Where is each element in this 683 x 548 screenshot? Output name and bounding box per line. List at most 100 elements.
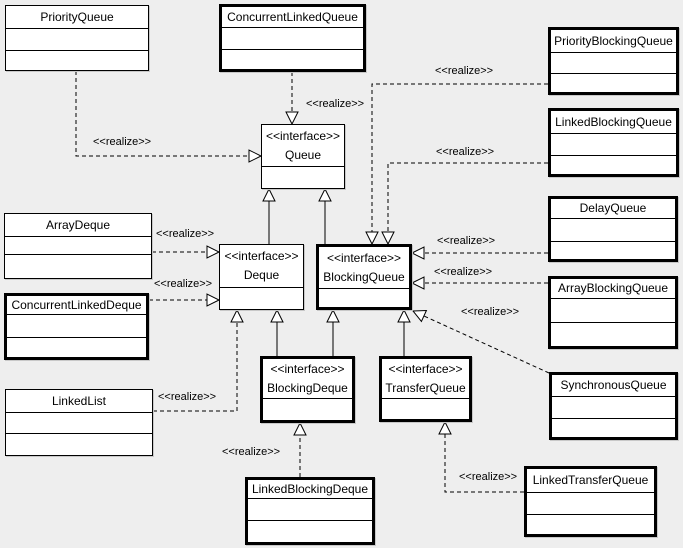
compartment-divider: [248, 498, 372, 499]
compartment-divider: [220, 287, 303, 288]
compartment-divider: [6, 28, 148, 29]
arrowhead-delayqueue-realizes-blockingqueue: [410, 246, 425, 260]
title-compartment: <<interface>> Deque: [220, 245, 303, 287]
arrowhead-priorityblockingqueue-realizes-blockingqueue: [365, 231, 379, 246]
title-compartment: LinkedList: [6, 390, 152, 412]
stereotype-label: <<interface>>: [265, 128, 341, 143]
class-name: ArrayBlockingQueue: [557, 281, 669, 296]
compartment-divider: [527, 514, 654, 515]
title-compartment: <<interface>> BlockingQueue: [319, 247, 409, 288]
title-compartment: ConcurrentLinkedQueue: [222, 7, 363, 27]
class-name: BlockingDeque: [267, 380, 348, 395]
edge-priorityqueue-realizes-queue: [75, 71, 249, 157]
arrowhead-linkedlist-realizes-deque: [230, 308, 244, 323]
title-compartment: SynchronousQueue: [552, 375, 675, 396]
class-box-array-deque: ArrayDeque: [4, 213, 152, 279]
compartment-divider: [222, 49, 363, 50]
compartment-divider: [551, 241, 675, 242]
class-name: LinkedBlockingDeque: [251, 481, 369, 496]
title-compartment: ArrayBlockingQueue: [551, 279, 675, 298]
edge-priorityblockingqueue-realizes-blockingqueue: [371, 83, 548, 232]
stereotype-label: <<interface>>: [270, 361, 345, 376]
class-name: DelayQueue: [579, 201, 647, 216]
title-compartment: LinkedBlockingDeque: [248, 480, 372, 498]
realize-label: <<realize>>: [435, 65, 494, 77]
compartment-divider: [551, 52, 676, 53]
title-compartment: <<interface>>Queue: [262, 125, 344, 166]
stereotype-label: <<interface>>: [224, 249, 299, 264]
compartment-divider: [551, 298, 675, 299]
class-name: ConcurrentLinkedQueue: [227, 9, 358, 24]
class-box-linked-list: LinkedList: [5, 389, 153, 456]
realize-label: <<realize>>: [434, 266, 493, 278]
arrowhead-blockingdeque-extends-blockingqueue: [326, 308, 340, 323]
arrowhead-concurrentlinkeddeque-realizes-deque: [206, 293, 221, 307]
edge-linkedblockingqueue-realizes-blockingqueue: [387, 162, 548, 232]
title-compartment: ArrayDeque: [5, 214, 151, 236]
stereotype-label: <<interface>>: [326, 250, 402, 265]
realize-label: <<realize>>: [436, 146, 495, 158]
compartment-divider: [5, 236, 151, 237]
arrowhead-arraydeque-realizes-deque: [206, 245, 221, 259]
class-name: Deque: [243, 268, 280, 282]
compartment-divider: [262, 166, 344, 167]
class-name: ArrayDeque: [45, 217, 111, 232]
compartment-divider: [382, 398, 469, 399]
title-compartment: LinkedTransferQueue: [527, 469, 654, 492]
edge-synchronousqueue-realizes-blockingqueue: [423, 315, 550, 374]
class-box-concurrent-linked-deque: ConcurrentLinkedDeque: [4, 293, 149, 360]
stereotype-label: <<interface>>: [388, 361, 463, 376]
compartment-divider: [248, 520, 372, 521]
class-name: ConcurrentLinkedDeque: [11, 297, 142, 312]
arrowhead-priorityqueue-realizes-queue: [248, 149, 263, 163]
realize-label: <<realize>>: [93, 136, 152, 148]
realize-label: <<realize>>: [459, 471, 518, 483]
interface-box-blocking-deque: <<interface>> BlockingDeque: [260, 356, 355, 423]
realize-label: <<realize>>: [461, 306, 520, 318]
arrowhead-blockingqueue-extends-queue: [318, 187, 332, 202]
compartment-divider: [552, 418, 675, 419]
interface-box-transfer-queue: <<interface>> TransferQueue: [379, 356, 472, 422]
compartment-divider: [7, 314, 146, 315]
class-name: TransferQueue: [385, 380, 466, 395]
compartment-divider: [319, 288, 409, 289]
arrowhead-blockingdeque-extends-deque: [270, 308, 284, 323]
class-name: PriorityBlockingQueue: [554, 33, 673, 48]
title-compartment: ConcurrentLinkedDeque: [7, 296, 146, 314]
class-box-linked-blocking-deque: LinkedBlockingDeque: [245, 477, 375, 545]
arrowhead-concurrentlinkedqueue-realizes-queue: [285, 111, 299, 126]
title-compartment: LinkedBlockingQueue: [551, 111, 676, 133]
arrowhead-linkedblockingqueue-realizes-blockingqueue: [381, 231, 395, 246]
compartment-divider: [551, 322, 675, 323]
class-name: BlockingQueue: [323, 269, 405, 284]
class-name: LinkedTransferQueue: [532, 473, 649, 488]
arrowhead-arrayblockingqueue-realizes-blockingqueue: [410, 276, 425, 290]
interface-box-blocking-queue: <<interface>> BlockingQueue: [316, 244, 412, 310]
compartment-divider: [6, 433, 152, 434]
title-compartment: <<interface>> BlockingDeque: [263, 359, 352, 398]
class-box-linked-blocking-queue: LinkedBlockingQueue: [548, 108, 679, 177]
class-name: SynchronousQueue: [560, 378, 667, 393]
edge-linkedtransferqueue-realizes-transferqueue: [444, 434, 524, 493]
arrowhead-linkedblockingdeque-realizes-blockingdeque: [293, 421, 307, 436]
arrowhead-transferqueue-extends-blockingqueue: [397, 308, 411, 323]
title-compartment: <<interface>> TransferQueue: [382, 359, 469, 398]
compartment-divider: [551, 133, 676, 134]
compartment-divider: [263, 398, 352, 399]
compartment-divider: [551, 73, 676, 74]
compartment-divider: [551, 155, 676, 156]
interface-box-queue: <<interface>>Queue: [261, 124, 345, 189]
title-compartment: PriorityQueue: [6, 6, 148, 28]
class-name: LinkedList: [51, 393, 107, 408]
class-box-delay-queue: DelayQueue: [548, 196, 678, 262]
compartment-divider: [6, 412, 152, 413]
interface-box-deque: <<interface>> Deque: [219, 244, 304, 310]
class-name: LinkedBlockingQueue: [555, 114, 672, 129]
arrowhead-linkedtransferqueue-realizes-transferqueue: [438, 420, 452, 435]
realize-label: <<realize>>: [222, 446, 281, 458]
class-name: PriorityQueue: [40, 9, 114, 24]
arrowhead-synchronousqueue-realizes-blockingqueue: [411, 309, 428, 323]
realize-label: <<realize>>: [437, 235, 496, 247]
class-box-linked-transfer-queue: LinkedTransferQueue: [524, 466, 657, 537]
